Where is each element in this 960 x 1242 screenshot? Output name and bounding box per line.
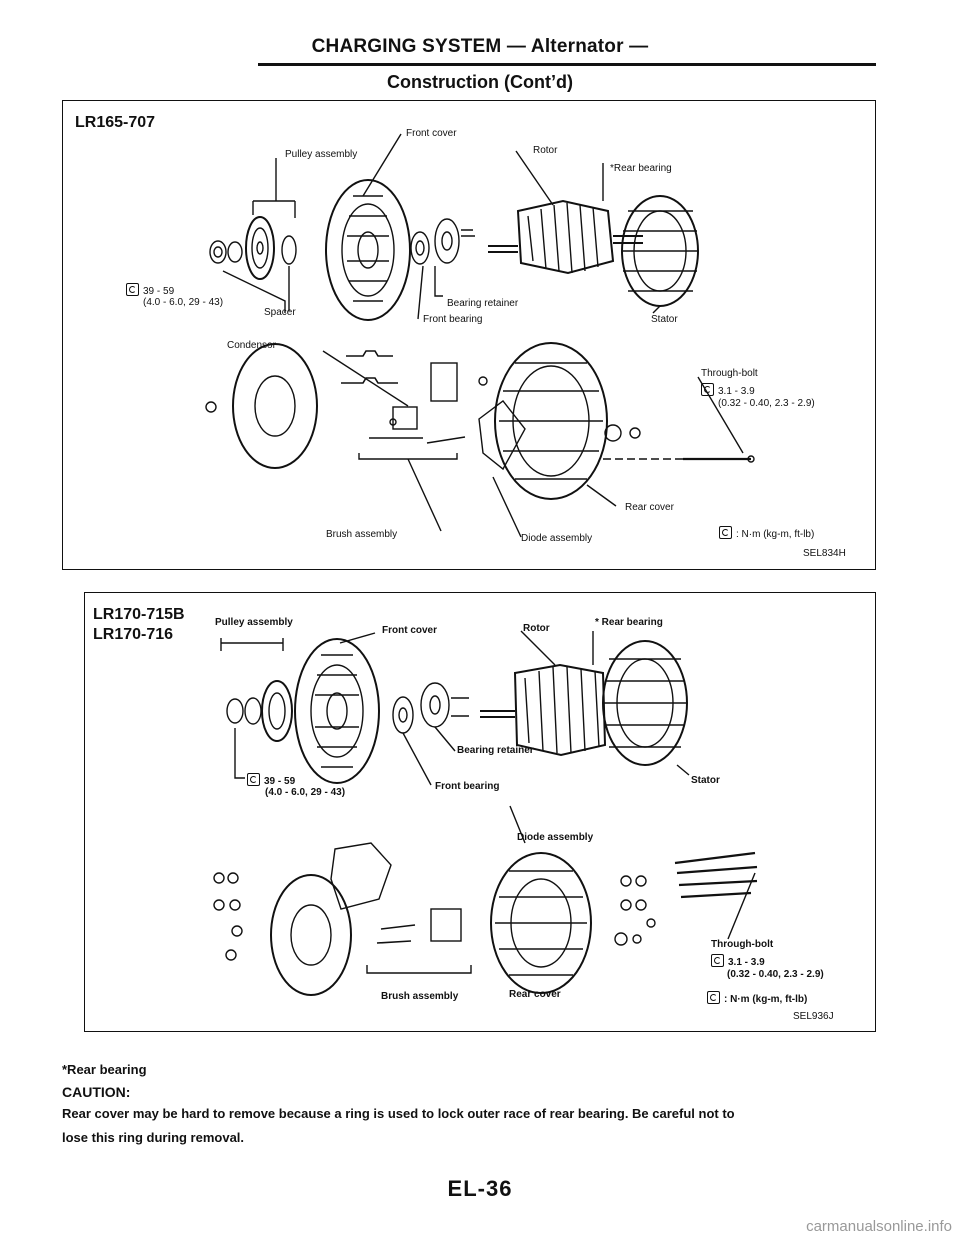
page-number: EL-36 [447,1176,513,1201]
pulley-part [245,216,275,280]
torque-alt-pulley: (4.0 - 6.0, 29 - 43) [143,297,224,308]
rotor-part [513,663,607,757]
torque-wrench-icon [711,954,724,967]
torque-wrench-icon [126,283,139,296]
label-pulley-assembly: Pulley assembly [215,617,293,628]
caution-heading: CAUTION: [62,1084,131,1100]
model-label-lr170-716: LR170-716 [93,626,174,643]
rear-plate-part [270,874,352,996]
label-rotor: Rotor [533,145,558,156]
torque-wrench-icon [701,383,714,396]
torque-alt-through-bolt: (0.32 - 0.40, 2.3 - 2.9) [727,969,824,980]
torque-wrench-icon [707,991,720,1004]
label-brush-assembly: Brush assembly [381,991,459,1002]
washer-part [227,241,243,263]
label-bearing-retainer: Bearing retainer [447,298,519,309]
section-subtitle: Construction (Cont’d) [387,72,573,92]
exploded-view-lr170 [213,630,758,996]
exploded-view-lr165 [205,133,755,538]
diode-part [478,400,526,471]
torque-alt-through-bolt: (0.32 - 0.40, 2.3 - 2.9) [718,398,815,409]
label-diode-assembly: Diode assembly [517,832,594,843]
caution-line-1: Rear cover may be hard to remove because… [62,1106,735,1121]
torque-spec-pulley: 39 - 59 [247,773,295,788]
caution-line-2: lose this ring during removal. [62,1130,245,1145]
diagram-panel-lr165: LR165-707 Front cover Pulley assembly Ro… [62,100,876,570]
torque-wrench-icon [719,526,732,539]
figure-code: SEL936J [793,1011,834,1022]
note-rear-bearing: *Rear bearing [62,1062,147,1077]
model-label-lr165: LR165-707 [75,114,156,131]
label-rotor: Rotor [523,623,550,634]
title-rule [258,63,876,66]
brush-holder-part [430,908,462,942]
regulator-part [430,362,458,402]
label-through-bolt: Through-bolt [701,368,758,379]
rear-plate-part [232,343,318,469]
diode-part [330,842,392,910]
label-bearing-retainer: Bearing retainer [457,745,534,756]
spacer-part [281,235,297,265]
torque-wrench-icon [247,773,260,786]
label-stator: Stator [651,314,678,325]
label-diode-assembly: Diode assembly [521,533,593,544]
torque-spec-through-bolt: 3.1 - 3.9 [701,383,755,398]
label-rear-bearing: * Rear bearing [595,617,663,628]
torque-spec-pulley: 39 - 59 [126,283,174,298]
rear-cover-part [494,342,608,500]
label-through-bolt: Through-bolt [711,939,774,950]
units-legend: : N·m (kg-m, ft-lb) [707,991,807,1006]
pulley-part [261,680,293,742]
label-rear-cover: Rear cover [625,502,674,513]
label-rear-bearing: *Rear bearing [610,163,672,174]
label-spacer: Spacer [264,307,296,318]
watermark: carmanualsonline.info [806,1218,952,1235]
front-cover-part [325,179,411,321]
label-stator: Stator [691,775,720,786]
brush-holder-part [392,406,418,430]
label-front-bearing: Front bearing [435,781,500,792]
rotor-part [516,199,615,275]
label-front-bearing: Front bearing [423,314,483,325]
label-condensor: Condensor [227,340,276,351]
rear-cover-part [490,852,592,994]
label-front-cover: Front cover [382,625,438,636]
label-front-cover: Front cover [406,128,457,139]
figure-code: SEL834H [803,548,846,559]
label-brush-assembly: Brush assembly [326,529,398,540]
label-rear-cover: Rear cover [509,989,561,1000]
front-cover-part [294,638,380,784]
label-pulley-assembly: Pulley assembly [285,149,358,160]
section-title: CHARGING SYSTEM — Alternator — [311,36,649,57]
model-label-lr170-715b: LR170-715B [93,606,185,623]
torque-spec-through-bolt: 3.1 - 3.9 [711,954,765,969]
diagram-panel-lr170: LR170-715B LR170-716 Pulley assembly Fro… [84,592,876,1032]
torque-alt-pulley: (4.0 - 6.0, 29 - 43) [265,787,346,798]
nut-part [209,240,227,264]
units-legend: : N·m (kg-m, ft-lb) [719,526,814,541]
